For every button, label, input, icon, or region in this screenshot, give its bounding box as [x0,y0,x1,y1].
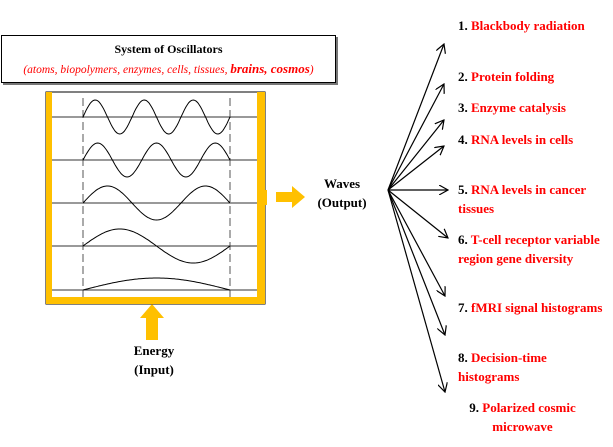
arrow-to-application-6 [387,189,448,238]
output-label-line2: (Output) [317,195,367,210]
standing-wave-mode-2 [82,142,231,178]
input-label: Energy (Input) [122,341,186,379]
title-box: System of Oscillators (atoms, biopolymer… [1,35,336,83]
application-item: 5. RNA levels in cancer tissues [458,180,608,218]
arrow-to-application-7 [387,189,445,296]
application-text: Polarized cosmic microwave [482,400,576,434]
application-item: 1. Blackbody radiation [458,16,608,35]
application-text: T-cell receptor variable region gene div… [458,232,600,266]
frame-right [257,92,265,304]
application-item: 8. Decision-time histograms [458,348,608,386]
subtitle-plain: (atoms, biopolymers, enzymes, cells, tis… [23,64,231,76]
standing-wave-mode-4 [82,228,231,264]
system-title: System of Oscillators [114,42,223,56]
standing-wave-mode-1 [82,99,231,135]
application-number: 9. [469,400,479,415]
arrow-to-application-1 [387,44,444,191]
application-item: 6. T-cell receptor variable region gene … [458,230,608,268]
application-number: 6. [458,232,468,247]
arrow-to-application-2 [387,84,444,191]
arrow-to-application-9 [387,189,445,392]
oscillator-box [45,91,266,305]
arrow-to-application-8 [387,189,445,335]
application-number: 3. [458,100,468,115]
application-number: 5. [458,182,468,197]
input-arrow [140,304,164,340]
system-subtitle: (atoms, biopolymers, enzymes, cells, tis… [2,61,335,77]
frame-bottom [46,297,265,304]
application-item: 3. Enzyme catalysis [458,98,608,117]
standing-wave-mode-5 [82,277,231,291]
application-number: 1. [458,18,468,33]
application-item: 7. fMRI signal histograms [458,298,608,317]
application-item: 4. RNA levels in cells [458,130,608,149]
standing-wave-mode-3 [82,185,231,221]
application-text: Enzyme catalysis [471,100,566,115]
application-number: 7. [458,300,468,315]
application-text: Decision-time histograms [458,350,547,384]
application-number: 2. [458,69,468,84]
application-number: 8. [458,350,468,365]
application-arrows [387,44,448,392]
application-text: RNA levels in cancer tissues [458,182,586,216]
application-item: 2. Protein folding [458,67,608,86]
application-number: 4. [458,132,468,147]
application-item: 9. Polarized cosmic microwave [455,398,590,436]
subtitle-close: ) [309,64,314,76]
arrow-to-application-4 [387,146,444,191]
input-label-line1: Energy [133,343,175,358]
application-text: fMRI signal histograms [471,300,603,315]
output-label-line1: Waves [323,176,361,191]
application-text: Protein folding [471,69,555,84]
arrow-to-application-3 [387,120,444,191]
frame-left [46,92,52,304]
application-text: Blackbody radiation [471,18,585,33]
output-label: Waves (Output) [310,174,374,212]
subtitle-bold: brains, cosmos [230,61,310,76]
output-arrow [263,186,305,208]
input-label-line2: (Input) [134,362,174,377]
application-text: RNA levels in cells [471,132,574,147]
